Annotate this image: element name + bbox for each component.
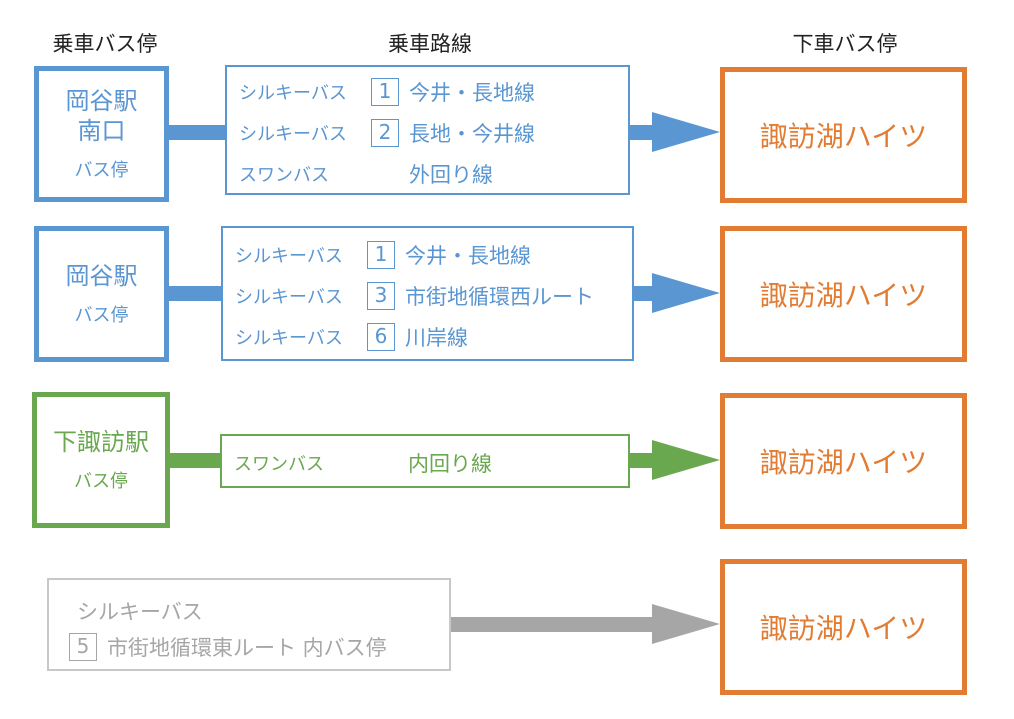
route-list-3: スワンバス 内回り線 (220, 434, 630, 488)
boarding-stop-shimosuwa: 下諏訪駅 バス停 (32, 392, 170, 528)
destination-name: 諏訪湖ハイツ (759, 279, 928, 312)
connector-bar-2b (632, 286, 658, 301)
connector-bar-4 (450, 617, 660, 632)
destination-name: 諏訪湖ハイツ (759, 446, 928, 479)
route-name: 今井・長地線 (405, 244, 531, 268)
stop-sub-label: バス停 (74, 160, 129, 181)
connector-bar-3b (628, 453, 658, 468)
route-number: 5 (69, 633, 97, 661)
stop-sub-label: バス停 (74, 305, 129, 326)
boarding-stop-okaya: 岡谷駅 バス停 (34, 226, 169, 362)
stop-name-line2: 南口 (77, 117, 126, 145)
arrow-head-4 (652, 604, 720, 644)
route-name: 外回り線 (409, 163, 493, 187)
bus-company: シルキーバス (77, 600, 203, 624)
route-row: シルキーバス 2 長地・今井線 (239, 118, 535, 148)
stop-name-line1: 岡谷駅 (65, 87, 138, 115)
header-alighting-stop: 下車バス停 (792, 32, 898, 56)
route-name: 市街地循環東ルート 内バス停 (107, 636, 387, 660)
bus-company: シルキーバス (239, 83, 347, 104)
route-name: 内回り線 (408, 452, 492, 476)
header-boarding-stop: 乗車バス停 (52, 32, 158, 56)
route-row: スワンバス 内回り線 (234, 448, 492, 478)
route-name: 川岸線 (405, 326, 468, 350)
route-number: 2 (371, 119, 399, 147)
bus-company: スワンバス (234, 454, 324, 475)
arrow-head-2 (652, 273, 720, 313)
route-row: 5 市街地循環東ルート 内バス停 (69, 632, 387, 662)
connector-bar-1a (167, 125, 225, 140)
bus-company: シルキーバス (235, 328, 343, 349)
route-list-2: シルキーバス 1 今井・長地線 シルキーバス 3 市街地循環西ルート シルキーバ… (221, 226, 634, 361)
route-number: 1 (371, 78, 399, 106)
bus-company: シルキーバス (235, 246, 343, 267)
route-name: 市街地循環西ルート (405, 285, 594, 309)
bus-company: スワンバス (239, 165, 329, 186)
destination-name: 諏訪湖ハイツ (759, 120, 928, 153)
stop-name: 岡谷駅 南口 (66, 86, 138, 146)
route-list-1: シルキーバス 1 今井・長地線 シルキーバス 2 長地・今井線 スワンバス 外回… (225, 65, 630, 195)
alighting-stop-suwako-heights-1: 諏訪湖ハイツ (720, 67, 967, 203)
boarding-stop-okaya-minamiguchi: 岡谷駅 南口 バス停 (34, 66, 169, 202)
alighting-stop-suwako-heights-4: 諏訪湖ハイツ (720, 559, 967, 695)
alighting-stop-suwako-heights-3: 諏訪湖ハイツ (720, 393, 967, 529)
boarding-route-combined-4: シルキーバス 5 市街地循環東ルート 内バス停 (47, 578, 451, 671)
stop-name: 下諏訪駅 (53, 428, 149, 456)
bus-company: シルキーバス (239, 124, 347, 145)
connector-bar-2a (167, 286, 223, 301)
stop-name: 岡谷駅 (65, 262, 138, 290)
route-row: シルキーバス 1 今井・長地線 (239, 77, 535, 107)
alighting-stop-suwako-heights-2: 諏訪湖ハイツ (720, 226, 967, 362)
route-number: 3 (367, 282, 395, 310)
bus-company: シルキーバス (235, 287, 343, 308)
route-row: シルキーバス 6 川岸線 (235, 322, 468, 352)
arrow-head-3 (652, 440, 720, 480)
route-row: シルキーバス 3 市街地循環西ルート (235, 281, 594, 311)
arrow-head-1 (652, 112, 720, 152)
route-number: 6 (367, 323, 395, 351)
header-route: 乗車路線 (388, 32, 472, 56)
route-name: 今井・長地線 (409, 81, 535, 105)
connector-bar-1b (628, 125, 658, 140)
connector-bar-3a (168, 453, 222, 468)
route-number: 1 (367, 241, 395, 269)
destination-name: 諏訪湖ハイツ (759, 612, 928, 645)
route-name: 長地・今井線 (409, 122, 535, 146)
stop-sub-label: バス停 (74, 471, 128, 492)
route-row: スワンバス 外回り線 (239, 159, 493, 189)
route-row: シルキーバス 1 今井・長地線 (235, 240, 531, 270)
